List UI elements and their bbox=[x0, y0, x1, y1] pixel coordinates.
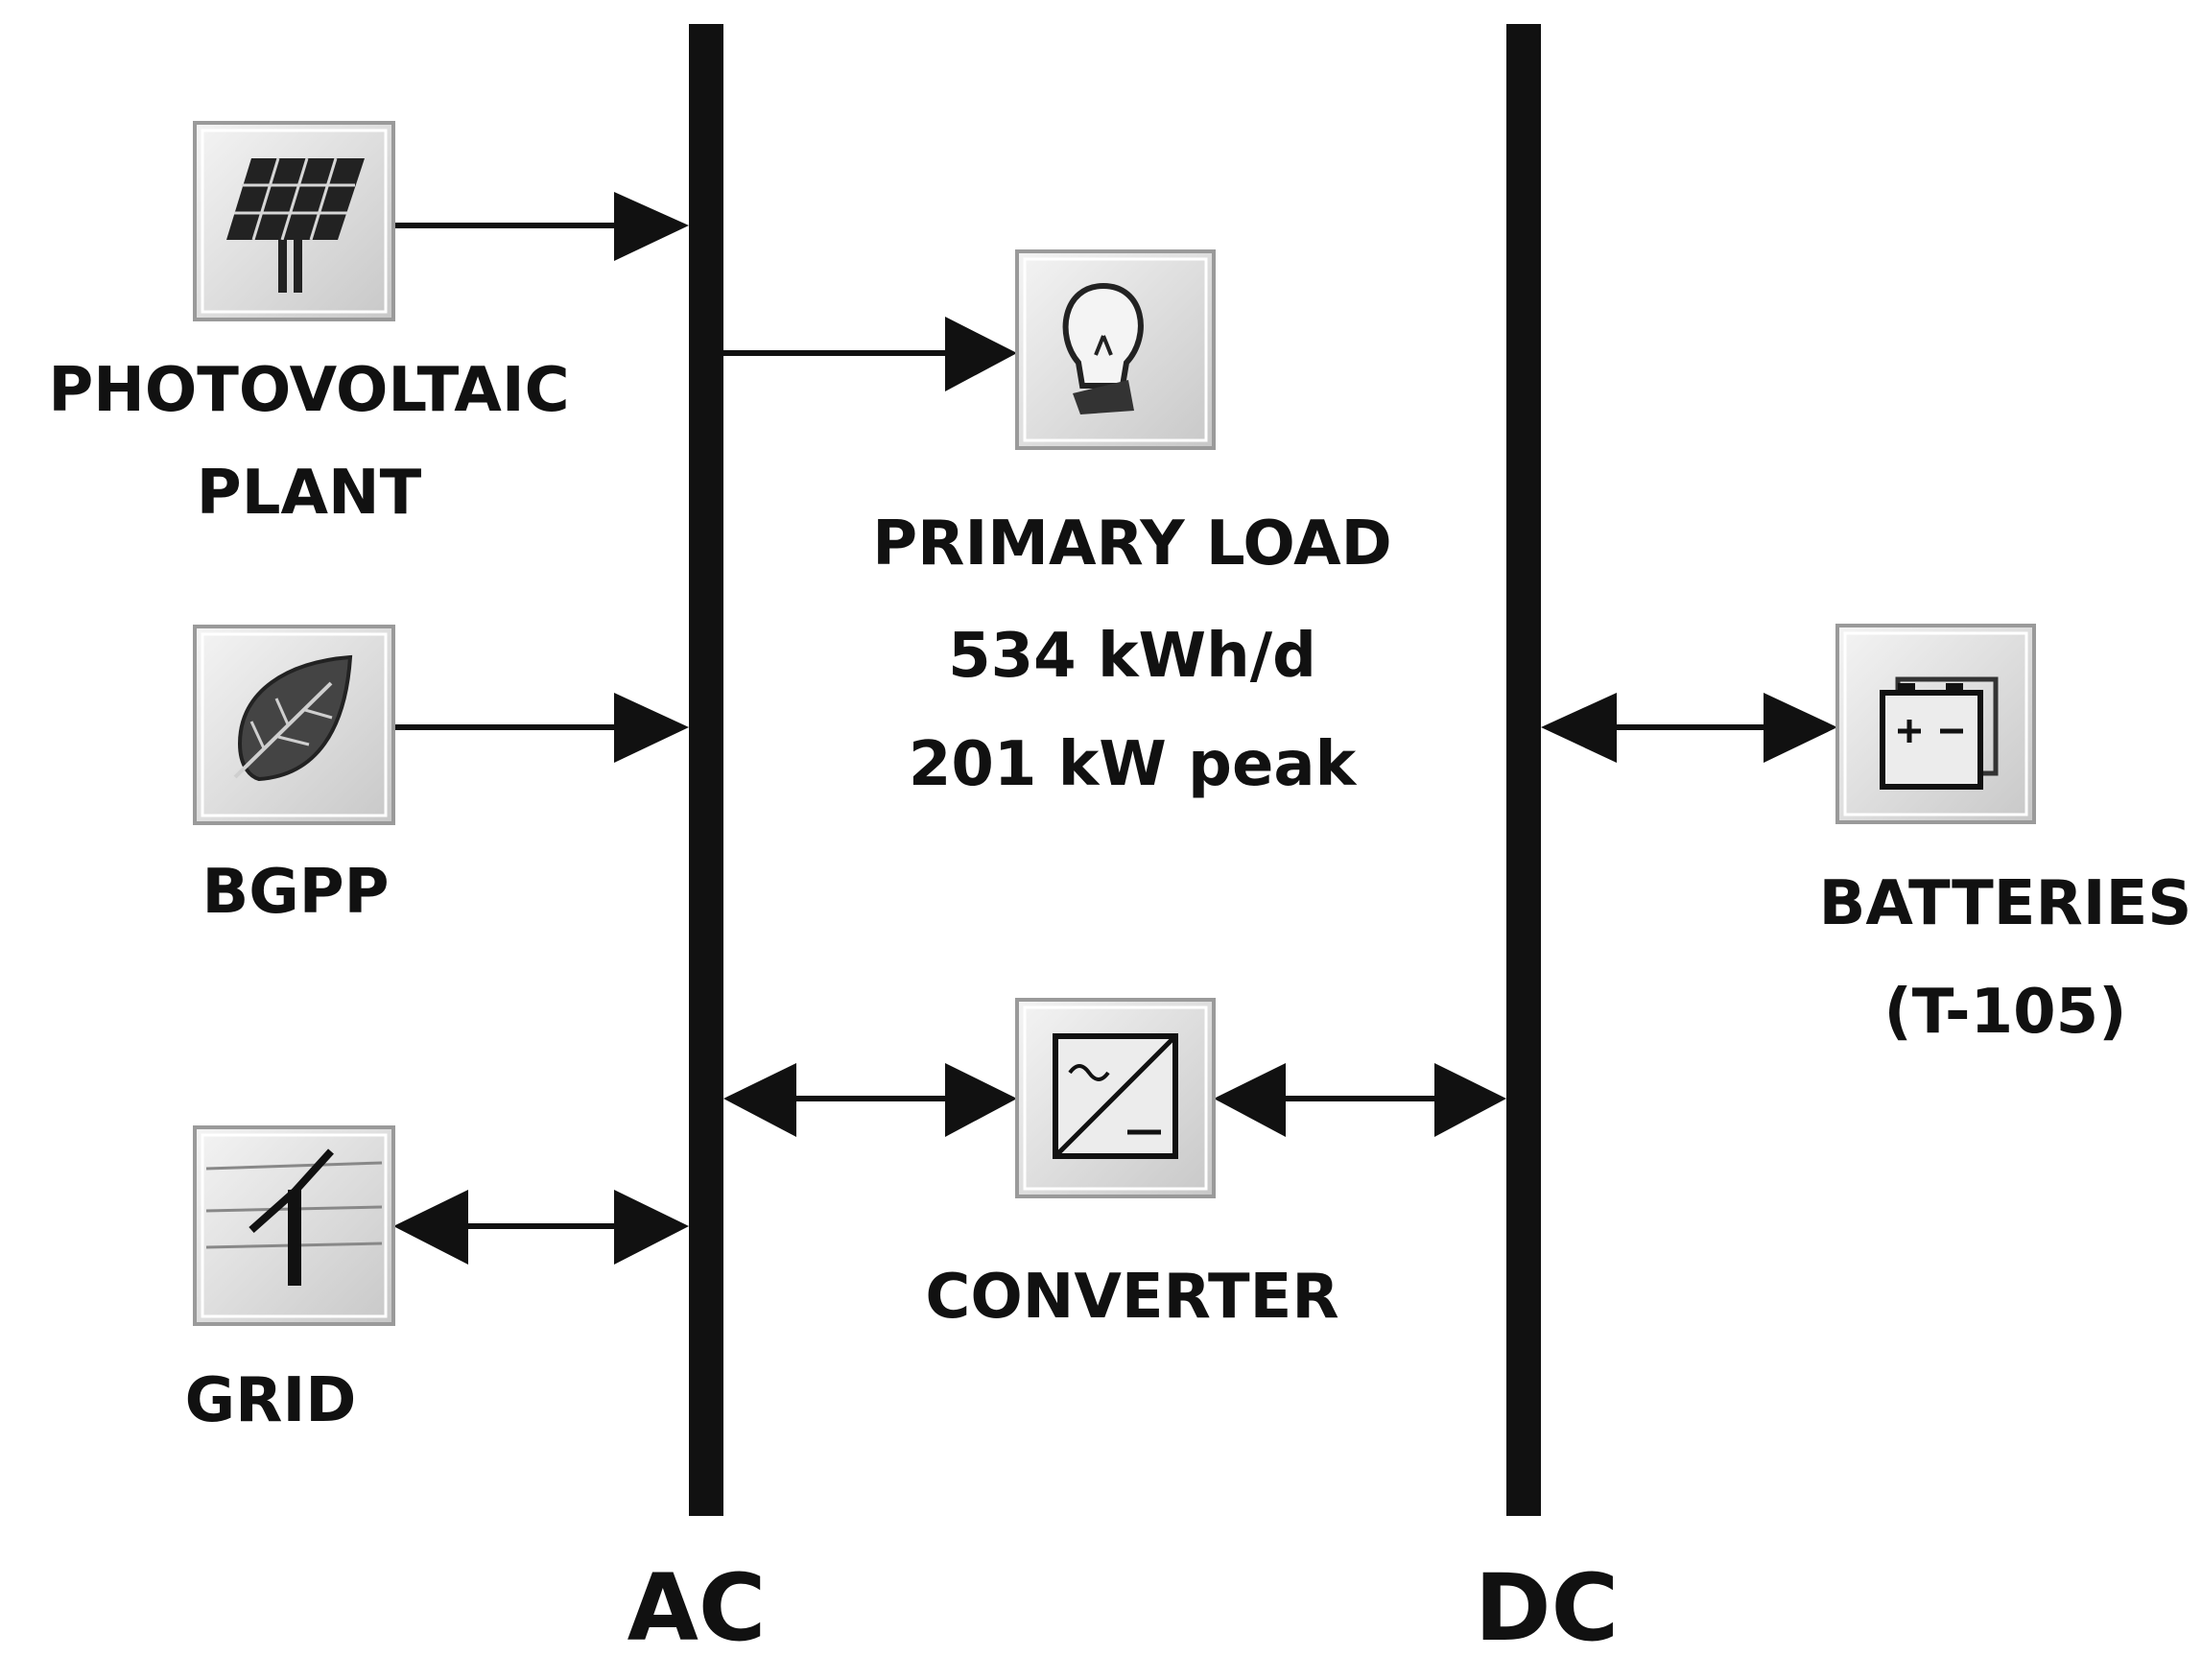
ac-bus-label: AC bbox=[627, 1554, 767, 1662]
primary-load-tile[interactable] bbox=[1015, 249, 1216, 450]
power-tower-icon bbox=[205, 1148, 383, 1286]
pv-label-line-1: PHOTOVOLTAIC bbox=[48, 355, 570, 426]
load-energy-value: 534 kWh/d bbox=[948, 621, 1316, 692]
grid-label: GRID bbox=[184, 1365, 357, 1436]
dc-bus bbox=[1506, 24, 1541, 1516]
converter-tile[interactable] bbox=[1015, 998, 1216, 1198]
ac-bus bbox=[689, 24, 723, 1516]
grid-connector bbox=[393, 1190, 689, 1265]
batteries-label-line-2: (T-105) bbox=[1883, 977, 2127, 1048]
converter-icon bbox=[1053, 1033, 1178, 1159]
batteries-tile[interactable] bbox=[1835, 624, 2036, 824]
batteries-label-line-1: BATTERIES bbox=[1818, 868, 2192, 939]
solar-panel-icon bbox=[226, 157, 365, 293]
load-label-line-1: PRIMARY LOAD bbox=[872, 509, 1392, 580]
leaf-icon bbox=[233, 654, 353, 782]
bgpp-tile[interactable] bbox=[193, 625, 395, 825]
pv-tile[interactable] bbox=[193, 121, 395, 321]
battery-icon bbox=[1880, 676, 1999, 790]
converter-label: CONVERTER bbox=[925, 1262, 1339, 1333]
ac-converter-connector bbox=[723, 1063, 1017, 1137]
bgpp-connector bbox=[393, 693, 689, 763]
pv-label-line-2: PLANT bbox=[196, 458, 422, 529]
bgpp-label: BGPP bbox=[201, 857, 390, 928]
light-bulb-icon bbox=[1062, 282, 1144, 414]
pv-connector bbox=[393, 192, 689, 261]
converter-dc-connector bbox=[1214, 1063, 1506, 1137]
load-connector bbox=[723, 317, 1017, 391]
grid-tile[interactable] bbox=[193, 1125, 395, 1326]
load-peak-value: 201 kW peak bbox=[908, 729, 1357, 800]
dc-bus-label: DC bbox=[1474, 1554, 1620, 1662]
dc-batteries-connector bbox=[1541, 693, 1837, 763]
